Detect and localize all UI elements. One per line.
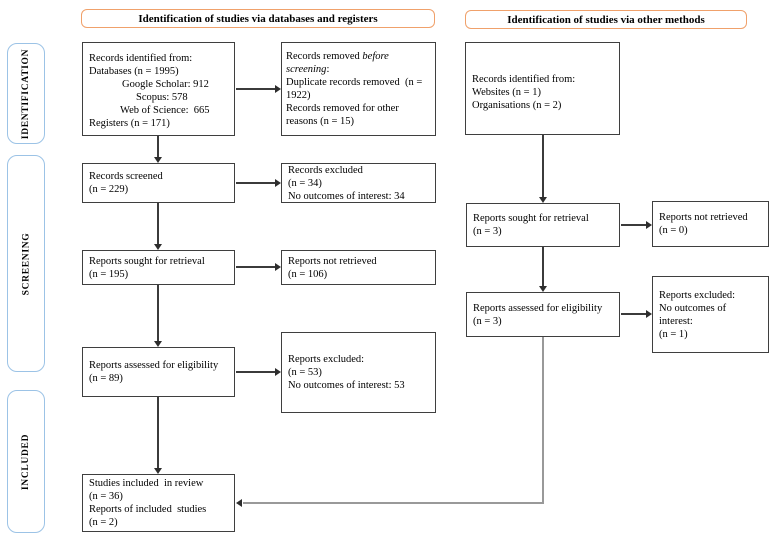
text-line: Records removed before screening:	[286, 50, 432, 76]
connector-other-assessed-down-line	[542, 337, 544, 504]
arrow-assessed-to-excluded-line	[236, 371, 276, 373]
box-reports-assessed-eligibility: Reports assessed for eligibility (n = 89…	[82, 347, 235, 397]
box-reports-sought-retrieval: Reports sought for retrieval (n = 195)	[82, 250, 235, 285]
text-line: (n = 0)	[659, 225, 688, 236]
text-line: Organisations (n = 2)	[472, 99, 562, 111]
text-line: Reports sought for retrieval	[89, 255, 205, 267]
box-records-screened: Records screened (n = 229)	[82, 163, 235, 203]
phase-included: INCLUDED	[7, 390, 45, 533]
text-line: (n = 53)	[288, 367, 322, 378]
text-segment: :	[326, 64, 330, 75]
box-records-identified-other: Records identified from: Websites (n = 1…	[465, 42, 620, 135]
arrow-other-assessed-to-excluded-head	[646, 310, 652, 318]
box-records-excluded: Records excluded (n = 34) No outcomes of…	[281, 163, 436, 203]
text-line: (n = 89)	[89, 373, 123, 384]
text-line: Records excluded	[288, 164, 363, 176]
arrow-screened-to-sought-head	[154, 244, 162, 250]
text-line: Reports excluded:	[288, 354, 365, 365]
arrow-identified-to-removed-line	[236, 88, 276, 90]
connector-to-included-head	[236, 499, 242, 507]
text-segment-italic: before screening	[286, 51, 392, 75]
arrow-identified-to-removed-head	[275, 85, 281, 93]
text-line: Reports not retrieved	[659, 212, 748, 223]
text-line: Reports assessed for eligibility	[89, 360, 219, 371]
arrow-other-identified-to-sought-line	[542, 135, 544, 198]
text-segment: Records removed	[286, 51, 363, 62]
arrow-sought-to-assessed-head	[154, 341, 162, 347]
text-line: (n = 106)	[288, 268, 328, 280]
text-line: Records identified from:	[472, 73, 576, 85]
text-line: Reports of included studies	[89, 504, 207, 515]
text-line: (n = 3)	[473, 226, 502, 237]
text-line: Registers (n = 171)	[89, 117, 170, 129]
phase-included-label: INCLUDED	[21, 433, 31, 490]
header-other-methods: Identification of studies via other meth…	[465, 10, 747, 29]
box-reports-not-retrieved-other: Reports not retrieved (n = 0)	[652, 201, 769, 247]
header-databases-registers-label: Identification of studies via databases …	[138, 12, 378, 25]
arrow-screened-to-excluded-head	[275, 179, 281, 187]
arrow-assessed-to-included-line	[157, 397, 159, 469]
text-line: (n = 34)	[288, 177, 322, 189]
header-databases-registers: Identification of studies via databases …	[81, 9, 435, 28]
box-reports-not-retrieved: Reports not retrieved (n = 106)	[281, 250, 436, 285]
phase-identification: IDENTIFICATION	[7, 43, 45, 144]
text-line: Scopus: 578	[136, 91, 188, 103]
text-line: Websites (n = 1)	[472, 86, 541, 98]
text-line: (n = 3)	[473, 315, 502, 327]
text-line: Reports assessed for eligibility	[473, 302, 603, 314]
arrow-sought-to-assessed-line	[157, 285, 159, 342]
arrow-sought-to-notretrieved-line	[236, 266, 276, 268]
arrow-assessed-to-excluded-head	[275, 368, 281, 376]
arrow-identified-to-screened-line	[157, 136, 159, 158]
arrow-identified-to-screened-head	[154, 157, 162, 163]
arrow-sought-to-notretrieved-head	[275, 263, 281, 271]
text-line: (n = 2)	[89, 517, 118, 528]
arrow-other-identified-to-sought-head	[539, 197, 547, 203]
text-line: No outcomes of interest:	[659, 302, 729, 327]
text-line: Records screened	[89, 171, 163, 182]
text-line: No outcomes of interest: 53	[288, 380, 405, 391]
arrow-other-sought-to-assessed-line	[542, 247, 544, 287]
text-line: (n = 195)	[89, 268, 129, 280]
box-records-identified-databases: Records identified from: Databases (n = …	[82, 42, 235, 136]
text-line: Databases (n = 1995)	[89, 65, 179, 77]
text-line: (n = 1)	[659, 328, 688, 340]
connector-to-included-line	[243, 502, 544, 504]
text-line: Records identified from:	[89, 52, 193, 64]
box-records-removed-before-screening: Records removed before screening: Duplic…	[281, 42, 436, 136]
box-reports-excluded: Reports excluded: (n = 53) No outcomes o…	[281, 332, 436, 413]
text-line: No outcomes of interest: 34	[288, 190, 405, 202]
text-line: (n = 229)	[89, 184, 129, 195]
arrow-other-sought-to-assessed-head	[539, 286, 547, 292]
phase-screening: SCREENING	[7, 155, 45, 372]
text-line: (n = 36)	[89, 491, 123, 502]
text-line: Studies included in review	[89, 478, 204, 489]
arrow-other-assessed-to-excluded-line	[621, 313, 647, 315]
phase-identification-label: IDENTIFICATION	[21, 48, 32, 139]
phase-screening-label: SCREENING	[21, 232, 32, 295]
arrow-assessed-to-included-head	[154, 468, 162, 474]
arrow-screened-to-sought-line	[157, 203, 159, 245]
header-other-methods-label: Identification of studies via other meth…	[507, 13, 705, 26]
box-reports-excluded-other: Reports excluded: No outcomes of interes…	[652, 276, 769, 353]
box-studies-included-review: Studies included in review (n = 36) Repo…	[82, 474, 235, 532]
text-line: Reports excluded:	[659, 289, 736, 301]
text-line: Google Scholar: 912	[122, 78, 209, 90]
text-line: Duplicate records removed (n = 1922)	[286, 77, 425, 101]
text-line: Reports not retrieved	[288, 255, 377, 267]
arrow-screened-to-excluded-line	[236, 182, 276, 184]
arrow-other-sought-to-notretrieved-line	[621, 224, 647, 226]
text-line: Records removed for other reasons (n = 1…	[286, 103, 402, 127]
box-reports-assessed-eligibility-other: Reports assessed for eligibility (n = 3)	[466, 292, 620, 337]
text-line: Reports sought for retrieval	[473, 213, 589, 224]
arrow-other-sought-to-notretrieved-head	[646, 221, 652, 229]
text-line: Web of Science: 665	[120, 104, 210, 116]
box-reports-sought-retrieval-other: Reports sought for retrieval (n = 3)	[466, 203, 620, 247]
